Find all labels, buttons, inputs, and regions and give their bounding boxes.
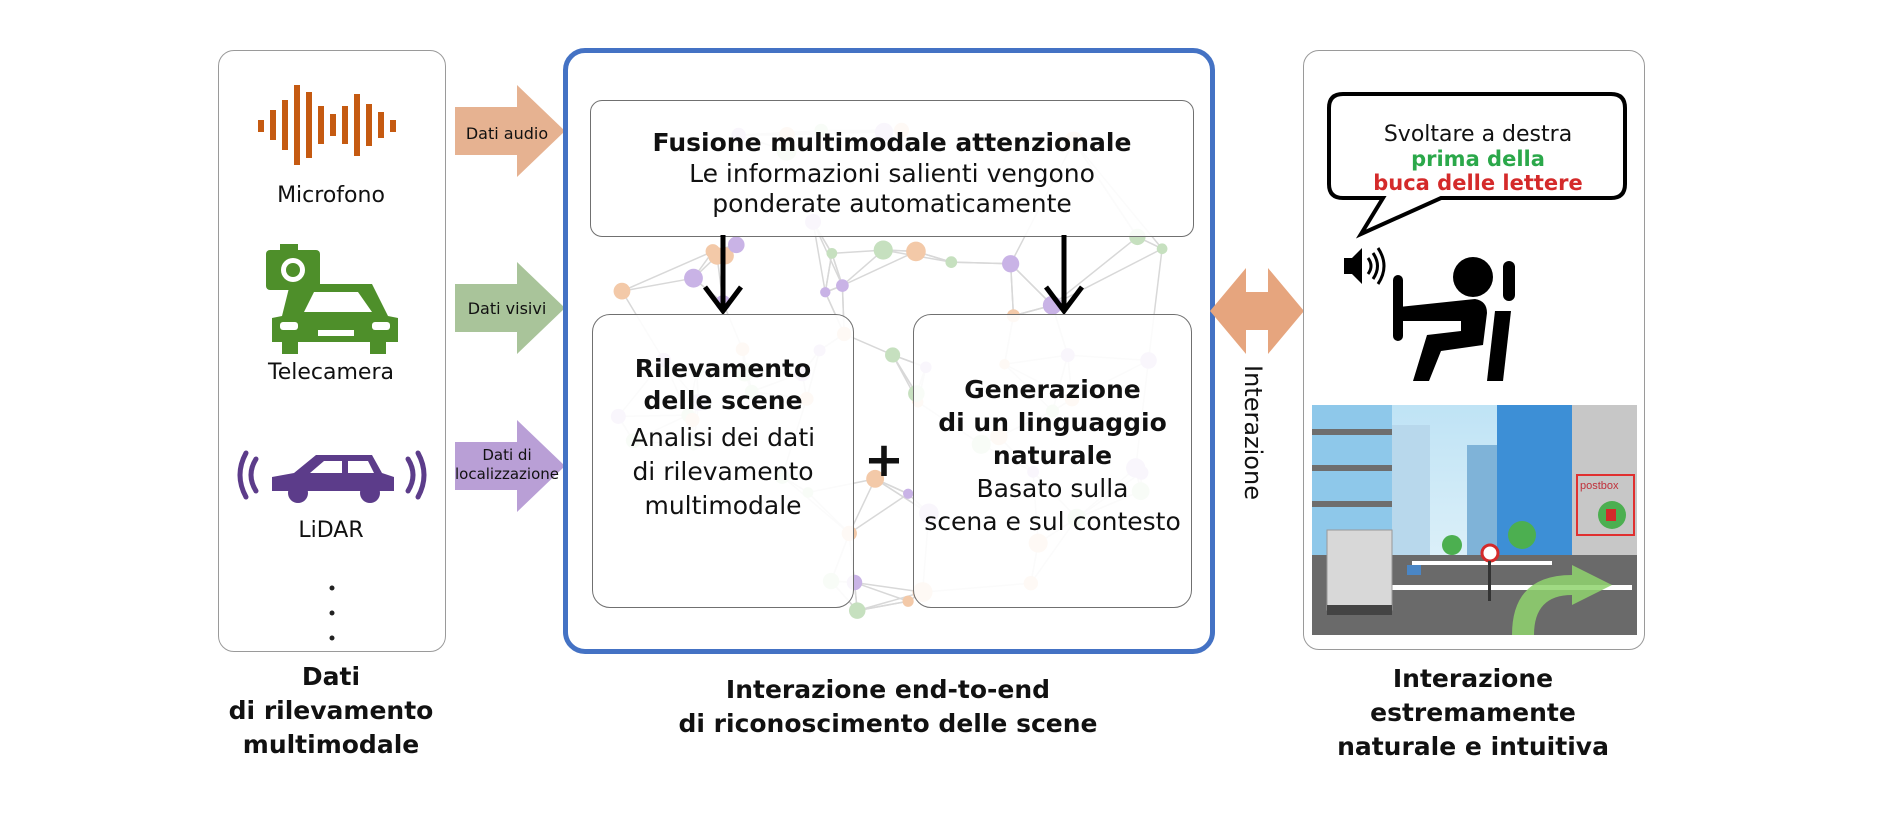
arrow-down-to-scene-icon	[703, 235, 743, 316]
speaker-icon	[1344, 247, 1386, 285]
scene-desc-line: multimodale	[644, 491, 802, 520]
sensor-label-camera: Telecamera	[268, 360, 394, 385]
sensor-caption-line: multimodale	[242, 730, 420, 759]
generation-title-line: naturale	[992, 441, 1113, 470]
network-node	[885, 347, 901, 363]
network-node	[1002, 255, 1020, 273]
camera-car-icon	[266, 244, 398, 354]
generation-title-line: di un linguaggio	[938, 408, 1167, 437]
sensor-caption: Dati di rilevamento multimodale	[180, 660, 482, 762]
network-node	[945, 256, 958, 268]
network-node	[902, 595, 914, 607]
network-node	[613, 282, 631, 300]
sensor-label-lidar: LiDAR	[298, 518, 364, 543]
scene-desc-line: di rilevamento	[632, 457, 814, 486]
network-node	[705, 244, 721, 259]
interaction-label: Interazione	[1239, 365, 1267, 500]
driver-icon	[1393, 257, 1515, 381]
localization-data-label-line: localizzazione	[454, 465, 559, 483]
output-caption-line: estremamente	[1370, 698, 1576, 727]
network-edge	[1010, 263, 1053, 306]
lidar-car-icon	[237, 450, 427, 503]
localization-data-label: Dati di localizzazione	[446, 446, 568, 484]
sensor-panel	[218, 50, 446, 652]
street-scene-image: postbox	[1312, 405, 1637, 635]
network-node	[866, 469, 885, 488]
audio-data-label: Dati audio	[452, 124, 562, 144]
network-edge	[621, 277, 694, 292]
visual-data-label-line: Dati visivi	[467, 299, 547, 318]
generation-title-line: Generazione	[964, 375, 1141, 404]
output-caption-line: Interazione	[1392, 664, 1554, 693]
audio-data-label-line: Dati audio	[465, 124, 549, 143]
fusion-desc-line: ponderate automaticamente	[712, 189, 1072, 218]
postbox-detection-tag: postbox	[1580, 480, 1619, 492]
network-node	[1156, 243, 1168, 255]
fusion-desc-line: Le informazioni salienti vengono	[689, 159, 1095, 188]
speech-text: Svoltare a destra prima della buca delle…	[1329, 121, 1627, 195]
pipeline-caption-line: di riconoscimento delle scene	[678, 709, 1098, 738]
network-edge	[824, 253, 833, 293]
generation-desc-line: scena e sul contesto	[924, 507, 1181, 536]
network-edge	[621, 250, 714, 292]
network-node	[727, 236, 745, 254]
network-edge	[857, 600, 909, 612]
visual-data-label: Dati visivi	[452, 299, 562, 319]
sound-wave-icon	[258, 85, 396, 165]
visual-data-arrow	[455, 262, 565, 354]
localization-data-arrow	[455, 420, 565, 512]
fusion-title: Fusione multimodale attenzionale	[652, 128, 1132, 157]
plus-sign: +	[863, 432, 905, 488]
network-node	[826, 247, 838, 259]
output-caption-line: naturale e intuitiva	[1337, 732, 1609, 761]
scene-recognition-box: Rilevamento delle scene Analisi dei dati…	[592, 314, 854, 608]
pipeline-caption-line: Interazione end-to-end	[725, 675, 1051, 704]
fusion-box: Fusione multimodale attenzionale Le info…	[590, 100, 1194, 237]
arrow-down-to-generation-icon	[1044, 235, 1084, 316]
more-sensors-ellipsis-icon	[329, 585, 335, 641]
network-node	[903, 488, 914, 499]
sensor-label-microphone: Microfono	[277, 183, 385, 208]
speech-line-1: Svoltare a destra	[1383, 122, 1573, 147]
network-edge	[848, 493, 909, 535]
bidirectional-interaction-arrow	[1210, 268, 1304, 354]
sensor-caption-line: di rilevamento	[228, 696, 434, 725]
scene-title-line: delle scene	[643, 386, 803, 415]
network-edge	[1051, 248, 1163, 306]
network-edge	[857, 591, 923, 612]
network-edge	[842, 250, 917, 287]
audio-data-arrow	[455, 85, 565, 177]
language-generation-box: Generazione di un linguaggio naturale Ba…	[913, 314, 1192, 608]
localization-data-label-line: Dati di	[482, 446, 532, 464]
network-node	[906, 241, 926, 262]
sensor-caption-line: Dati	[301, 662, 361, 691]
network-edge	[951, 261, 1011, 265]
speech-line-3: buca delle lettere	[1373, 171, 1583, 195]
speech-bubble	[1327, 92, 1627, 239]
speech-line-2: prima della	[1411, 147, 1545, 171]
output-caption: Interazione estremamente naturale e intu…	[1303, 662, 1643, 764]
network-node	[873, 240, 893, 260]
pipeline-caption: Interazione end-to-end di riconoscimento…	[563, 673, 1213, 741]
network-node	[684, 268, 703, 288]
network-node	[820, 287, 831, 298]
generation-desc-line: Basato sulla	[976, 474, 1129, 503]
network-edge	[1009, 263, 1015, 316]
network-edge	[854, 581, 923, 593]
network-node	[836, 279, 849, 292]
scene-title-line: Rilevamento	[634, 354, 812, 383]
scene-desc-line: Analisi dei dati	[630, 423, 816, 452]
network-node	[848, 602, 866, 619]
